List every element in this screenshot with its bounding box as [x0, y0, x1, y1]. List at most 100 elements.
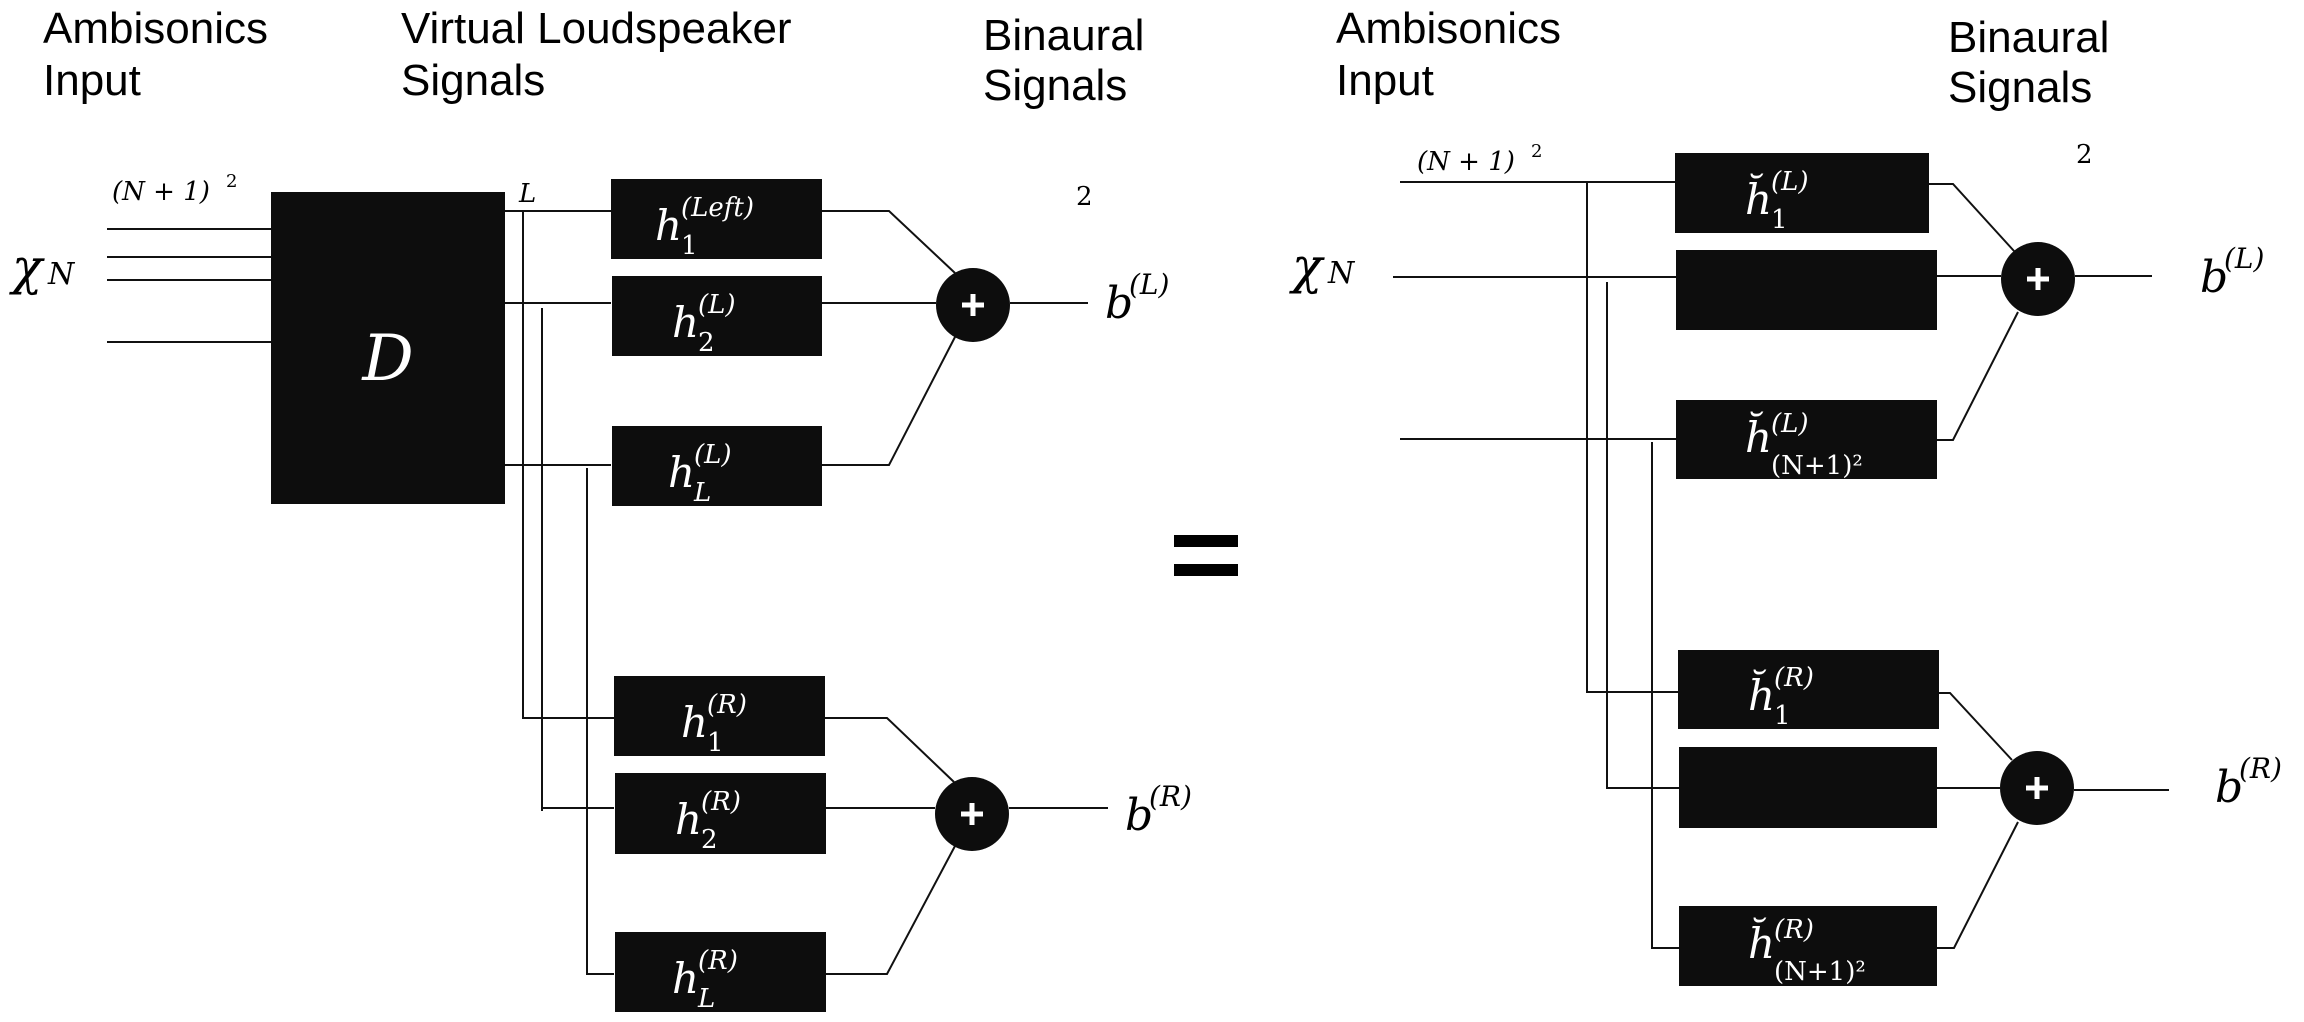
equals-sign	[1174, 535, 1238, 576]
header-virtual-loudspeaker-line1: Virtual Loudspeaker	[401, 4, 792, 53]
output-label-left-ear: b (L)	[2200, 242, 2264, 303]
output-label-left-ear: b (L)	[1105, 268, 1169, 329]
sum-node-right-ear	[935, 777, 1009, 851]
header-ambisonics-input-line1: Ambisonics	[43, 4, 268, 53]
sum-input-wire	[826, 845, 956, 975]
output-superscript: (R)	[2239, 752, 2282, 785]
filter-symbol: h	[672, 954, 699, 1003]
input-count-label: (N + 1) 2	[112, 171, 237, 207]
filter-block-right-2: h 2 (R)	[615, 773, 826, 855]
filter-superscript: (L)	[1771, 167, 1809, 197]
filter-block-left-2: h 2 (L)	[612, 276, 822, 358]
input-count-sup: 2	[1531, 141, 1542, 162]
output-superscript: (L)	[2224, 242, 2264, 275]
chi-subscript: N	[1327, 256, 1356, 291]
sum-input-wire	[825, 717, 955, 783]
filter-block-left-1: h 1 (Left)	[611, 179, 822, 261]
chi-symbol: χ	[1289, 237, 1325, 295]
filter-subscript: 1	[681, 231, 698, 261]
sum-input-wire	[1937, 821, 2019, 949]
input-count-sup: 2	[226, 171, 237, 192]
filter-subscript: L	[697, 984, 715, 1014]
output-symbol: b	[2200, 252, 2228, 303]
input-symbol-chi-n: χ N	[9, 238, 76, 296]
filter-subscript: 1	[1771, 205, 1788, 235]
output-count-label: 2	[1076, 182, 1093, 212]
filter-subscript: (N+1)²	[1771, 451, 1863, 481]
filter-symbol: h̆	[1748, 917, 1775, 968]
branch-wire-speaker-L	[586, 468, 614, 975]
filter-subscript: (N+1)²	[1774, 957, 1866, 987]
sum-input-wire	[1929, 183, 2015, 252]
filter-subscript: L	[693, 478, 711, 508]
filter-symbol: h	[655, 201, 682, 250]
speaker-count-label: L	[518, 179, 536, 209]
filter-subscript: 2	[698, 328, 715, 358]
filter-symbol: h	[675, 795, 702, 844]
filter-block-right-1: h 1 (R)	[614, 676, 825, 758]
output-symbol: b	[1105, 278, 1133, 329]
sh-filter-block-left-2	[1676, 250, 1937, 330]
filter-symbol: h	[672, 298, 699, 347]
sh-filter-block-right-last: h̆ (N+1)² (R)	[1679, 906, 1937, 987]
chi-symbol: χ	[9, 238, 45, 296]
filter-block-left-L: h L (L)	[612, 426, 822, 508]
sh-filter-block-right-2	[1679, 747, 1937, 828]
filter-superscript: (R)	[1774, 915, 1814, 945]
sum-input-wire	[1937, 311, 2019, 441]
branch-wire-channel-2	[1606, 282, 1679, 789]
filter-symbol: h	[668, 448, 695, 497]
filter-superscript: (L)	[1771, 409, 1809, 439]
header-binaural-line2: Signals	[983, 61, 1127, 110]
header-virtual-loudspeaker-line2: Signals	[401, 56, 545, 105]
sum-node-right-ear	[2000, 751, 2074, 825]
branch-wire-channel-1	[1586, 182, 1678, 693]
decoder-label: D	[361, 322, 413, 396]
output-count-label: 2	[2076, 140, 2093, 170]
output-label-right-ear: b (R)	[2215, 752, 2282, 813]
filter-subscript: 2	[701, 825, 718, 855]
sum-input-wire	[822, 210, 956, 274]
sum-node-left-ear	[936, 268, 1010, 342]
filter-block-right-L: h L (R)	[615, 932, 826, 1014]
filter-superscript: (R)	[698, 946, 738, 976]
filter-subscript: 1	[707, 728, 724, 758]
filter-superscript: (Left)	[681, 193, 754, 223]
input-count-text: (N + 1)	[1417, 147, 1515, 177]
output-superscript: (L)	[1129, 268, 1169, 301]
sh-filter-block-left-1: h̆ 1 (L)	[1675, 153, 1929, 235]
header-ambisonics-input-line1: Ambisonics	[1336, 4, 1561, 53]
header-binaural-line1: Binaural	[983, 11, 1144, 60]
filter-superscript: (R)	[701, 787, 741, 817]
header-ambisonics-input-line2: Input	[1336, 56, 1434, 105]
header-ambisonics-input-line2: Input	[43, 56, 141, 105]
input-count-label: (N + 1) 2	[1417, 141, 1542, 177]
output-symbol: b	[1125, 790, 1153, 841]
filter-superscript: (R)	[707, 690, 747, 720]
chi-subscript: N	[47, 257, 76, 292]
sh-filter-block-left-last: h̆ (N+1)² (L)	[1676, 400, 1937, 481]
filter-symbol: h̆	[1748, 669, 1775, 720]
filter-superscript: (L)	[694, 440, 732, 470]
filter-symbol: h	[681, 698, 708, 747]
left-diagram: Ambisonics Input Virtual Loudspeaker Sig…	[9, 4, 1192, 1014]
filter-superscript: (R)	[1774, 663, 1814, 693]
decoder-matrix-block	[271, 192, 505, 504]
output-symbol: b	[2215, 762, 2243, 813]
branch-wire-channel-last	[1651, 442, 1679, 949]
output-label-right-ear: b (R)	[1125, 780, 1192, 841]
right-diagram: Ambisonics Input Binaural Signals χ N (N…	[1289, 4, 2282, 987]
output-superscript: (R)	[1149, 780, 1192, 813]
filter-superscript: (L)	[698, 290, 736, 320]
filter-symbol: h̆	[1745, 173, 1772, 224]
filter-symbol: h̆	[1745, 411, 1772, 462]
input-count-text: (N + 1)	[112, 177, 210, 207]
branch-wire-speaker-1	[522, 211, 614, 719]
input-symbol-chi-n: χ N	[1289, 237, 1356, 295]
sh-filter-block-right-1: h̆ 1 (R)	[1678, 650, 1939, 731]
sum-input-wire	[1939, 692, 2013, 761]
sum-node-left-ear	[2001, 242, 2075, 316]
header-binaural-line2: Signals	[1948, 63, 2092, 112]
header-binaural-line1: Binaural	[1948, 13, 2109, 62]
